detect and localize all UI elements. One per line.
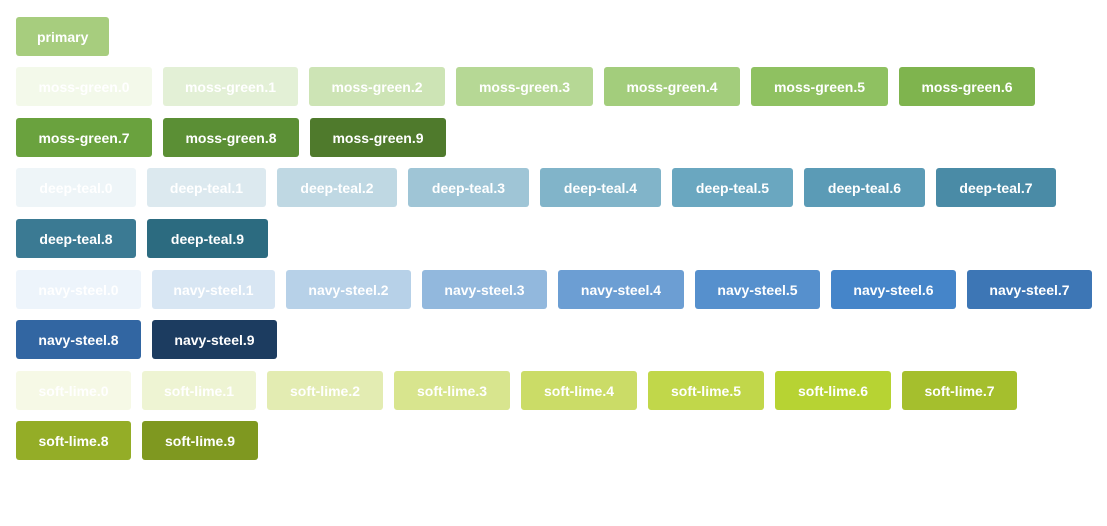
soft-lime-8-chip[interactable]: soft-lime.8 — [16, 421, 131, 460]
navy-steel-8-chip[interactable]: navy-steel.8 — [16, 320, 141, 359]
navy-steel-1-chip[interactable]: navy-steel.1 — [152, 270, 275, 309]
moss-green-row-2: moss-green.7 moss-green.8 moss-green.9 — [16, 118, 446, 157]
soft-lime-6-chip[interactable]: soft-lime.6 — [775, 371, 891, 410]
deep-teal-7-chip[interactable]: deep-teal.7 — [936, 168, 1056, 207]
soft-lime-5-chip[interactable]: soft-lime.5 — [648, 371, 764, 410]
navy-steel-3-chip[interactable]: navy-steel.3 — [422, 270, 547, 309]
soft-lime-row-1: soft-lime.0 soft-lime.1 soft-lime.2 soft… — [16, 371, 1017, 410]
soft-lime-2-chip[interactable]: soft-lime.2 — [267, 371, 383, 410]
moss-green-0-chip[interactable]: moss-green.0 — [16, 67, 152, 106]
soft-lime-4-chip[interactable]: soft-lime.4 — [521, 371, 637, 410]
deep-teal-3-chip[interactable]: deep-teal.3 — [408, 168, 529, 207]
soft-lime-0-chip[interactable]: soft-lime.0 — [16, 371, 131, 410]
deep-teal-9-chip[interactable]: deep-teal.9 — [147, 219, 268, 258]
navy-steel-6-chip[interactable]: navy-steel.6 — [831, 270, 956, 309]
soft-lime-9-chip[interactable]: soft-lime.9 — [142, 421, 258, 460]
moss-green-4-chip[interactable]: moss-green.4 — [604, 67, 740, 106]
primary-chip[interactable]: primary — [16, 17, 110, 56]
moss-green-1-chip[interactable]: moss-green.1 — [163, 67, 298, 106]
moss-green-row-1: moss-green.0 moss-green.1 moss-green.2 m… — [16, 67, 1035, 106]
moss-green-9-chip[interactable]: moss-green.9 — [310, 118, 446, 157]
moss-green-2-chip[interactable]: moss-green.2 — [309, 67, 445, 106]
deep-teal-row-1: deep-teal.0 deep-teal.1 deep-teal.2 deep… — [16, 168, 1056, 207]
deep-teal-2-chip[interactable]: deep-teal.2 — [277, 168, 397, 207]
deep-teal-row-2: deep-teal.8 deep-teal.9 — [16, 219, 268, 258]
navy-steel-9-chip[interactable]: navy-steel.9 — [152, 320, 277, 359]
navy-steel-0-chip[interactable]: navy-steel.0 — [16, 270, 141, 309]
deep-teal-4-chip[interactable]: deep-teal.4 — [540, 168, 661, 207]
soft-lime-7-chip[interactable]: soft-lime.7 — [902, 371, 1017, 410]
navy-steel-2-chip[interactable]: navy-steel.2 — [286, 270, 411, 309]
soft-lime-3-chip[interactable]: soft-lime.3 — [394, 371, 510, 410]
soft-lime-row-2: soft-lime.8 soft-lime.9 — [16, 421, 258, 460]
navy-steel-row-1: navy-steel.0 navy-steel.1 navy-steel.2 n… — [16, 270, 1092, 309]
deep-teal-5-chip[interactable]: deep-teal.5 — [672, 168, 793, 207]
soft-lime-1-chip[interactable]: soft-lime.1 — [142, 371, 256, 410]
moss-green-7-chip[interactable]: moss-green.7 — [16, 118, 152, 157]
moss-green-8-chip[interactable]: moss-green.8 — [163, 118, 299, 157]
navy-steel-7-chip[interactable]: navy-steel.7 — [967, 270, 1092, 309]
deep-teal-8-chip[interactable]: deep-teal.8 — [16, 219, 136, 258]
navy-steel-row-2: navy-steel.8 navy-steel.9 — [16, 320, 277, 359]
navy-steel-4-chip[interactable]: navy-steel.4 — [558, 270, 684, 309]
navy-steel-5-chip[interactable]: navy-steel.5 — [695, 270, 820, 309]
deep-teal-1-chip[interactable]: deep-teal.1 — [147, 168, 266, 207]
deep-teal-6-chip[interactable]: deep-teal.6 — [804, 168, 925, 207]
primary-row: primary — [16, 17, 110, 56]
deep-teal-0-chip[interactable]: deep-teal.0 — [16, 168, 136, 207]
moss-green-5-chip[interactable]: moss-green.5 — [751, 67, 888, 106]
moss-green-3-chip[interactable]: moss-green.3 — [456, 67, 593, 106]
moss-green-6-chip[interactable]: moss-green.6 — [899, 67, 1035, 106]
